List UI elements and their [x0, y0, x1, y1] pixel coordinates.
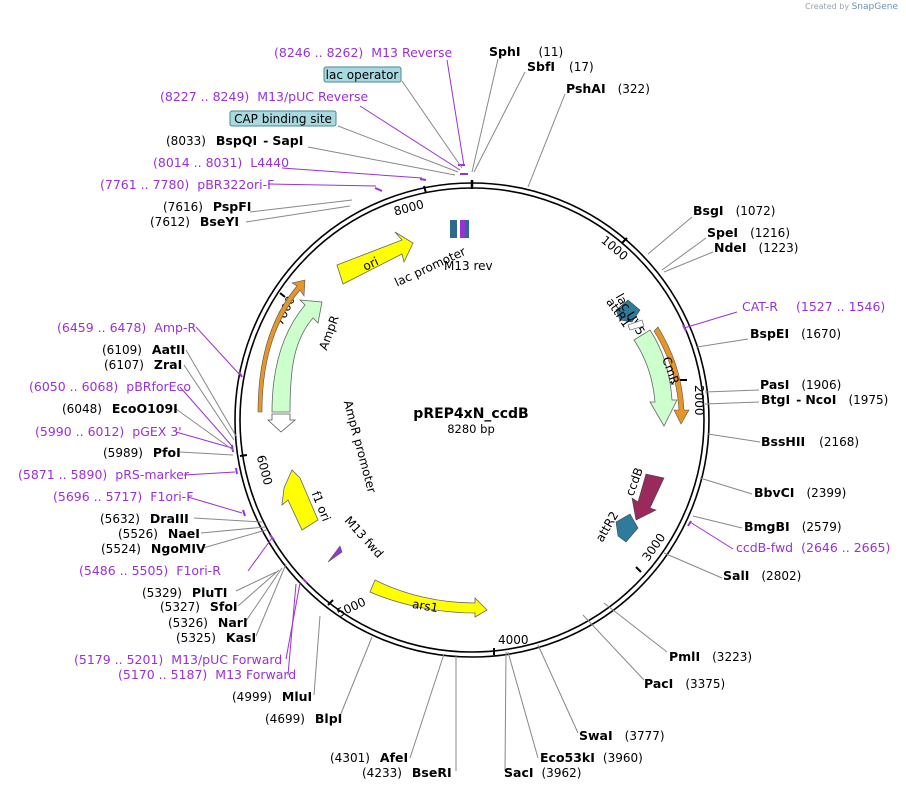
primer-pbrforeco: (6050 .. 6068)pBRforEco: [29, 379, 191, 394]
lac-operator-box: [323, 66, 402, 83]
lac-promoter-feature: [450, 220, 457, 238]
f1-ori-feature: [281, 469, 319, 531]
enzyme-labels-right: SphI(11) SbfI(17) PshAI(322) BsgI(1072) …: [489, 44, 888, 780]
cap-site-label: CAP binding site: [234, 112, 332, 126]
plasmid-name: pREP4xN_ccdB: [413, 406, 528, 422]
ori-feature: [336, 231, 414, 285]
ori-label: ori: [361, 254, 381, 273]
lac-operator-label: lac operator: [326, 68, 399, 82]
enzyme-bsgi: BsgI(1072): [693, 203, 775, 218]
credit-brand: SnapGene: [851, 2, 898, 12]
enzyme-pfoi: (5989)PfoI: [103, 445, 181, 460]
cmr-orange: [653, 326, 690, 425]
tick-6000: 6000: [254, 453, 275, 486]
enzyme-saci: SacI(3962): [504, 765, 581, 780]
ccdb-feature: [631, 473, 665, 521]
credit-prefix: Created by: [805, 2, 850, 11]
ampr-promoter-feature: [266, 413, 297, 433]
enzyme-nari: (5326)NarI: [168, 615, 248, 630]
enzyme-swai: SwaI(3777): [579, 728, 665, 743]
ampr-promoter-label: AmpR promoter: [341, 399, 379, 495]
primer-cat-r: CAT-R(1527 .. 1546): [742, 299, 885, 314]
primer-f1ori-f: (5696 .. 5717)F1ori-F: [53, 489, 193, 504]
primer-f1ori-r: (5486 .. 5505)F1ori-R: [79, 563, 221, 578]
enzyme-pmli: PmlI(3223): [669, 649, 752, 664]
enzyme-bspei: BspEI(1670): [750, 326, 841, 341]
enzyme-pluti: (5329)PluTI: [142, 585, 227, 600]
primer-l4440: (8014 .. 8031)L4440: [153, 155, 289, 170]
cap-site-box: [229, 110, 337, 127]
primer-prs-marker: (5871 .. 5890)pRS-marker: [18, 467, 190, 482]
cmr-feature: [633, 329, 678, 427]
attr1-feature: [615, 299, 641, 323]
primer-labels: (8246 .. 8262)M13 Reverse (8227 .. 8249)…: [18, 45, 890, 682]
ars1-label: ars1: [411, 597, 439, 615]
tick-2000: 2000: [692, 385, 706, 416]
m13-rev-label: M13 rev: [444, 259, 493, 273]
lac-op-feature: [465, 220, 469, 238]
enzyme-sfoi: (5327)SfoI: [160, 599, 238, 614]
enzyme-pspfi: (7616)PspFI: [163, 199, 251, 214]
enzyme-bseri: (4233)BseRI: [362, 765, 452, 780]
lac-uv5-feature: [627, 319, 645, 331]
amp-r-orange: [257, 279, 306, 413]
enzyme-pshai: PshAI(322): [566, 81, 650, 96]
enzyme-pasi: PasI(1906): [760, 377, 841, 392]
m13-fwd-label: M13 fwd: [342, 513, 386, 560]
tick-4000: 4000: [498, 633, 529, 647]
enzyme-bseyi: (7612)BseYI: [150, 214, 239, 229]
snapgene-credit: Created by SnapGene: [805, 2, 898, 12]
primer-m13-puc-forward: (5179 .. 5201)M13/pUC Forward: [74, 652, 282, 667]
m13-rev-feature: [460, 220, 466, 238]
attr2-feature: [615, 513, 639, 543]
ampr-feature: [271, 299, 323, 413]
enzyme-ndei: NdeI(1223): [714, 240, 798, 255]
enzyme-blpi: (4699)BlpI: [265, 711, 342, 726]
tick-5000: 5000: [334, 595, 368, 621]
enzyme-kasi: (5325)KasI: [176, 630, 256, 645]
plasmid-size: 8280 bp: [447, 422, 495, 436]
ars1-feature: [369, 579, 488, 618]
primer-ccdb-fwd: ccdB-fwd(2646 .. 2665): [736, 540, 890, 555]
enzyme-naei: (5526)NaeI: [118, 526, 200, 541]
enzyme-labels-left: (4301)AfeI (4233)BseRI (4699)BlpI (4999)…: [62, 133, 452, 780]
primer-pgex3: (5990 .. 6012)pGEX 3': [35, 424, 182, 439]
enzyme-draiii: (5632)DraIII: [100, 511, 189, 526]
enzyme-sphi: SphI(11): [489, 44, 563, 59]
enzyme-bbvci: BbvCI(2399): [754, 485, 846, 500]
enzyme-eco53ki: Eco53kI(3960): [540, 750, 643, 765]
primer-m13-forward: (5170 .. 5187)M13 Forward: [118, 667, 296, 682]
enzyme-bspqi-sapi: (8033)BspQI-SapI: [166, 133, 303, 148]
primer-m13-reverse: (8246 .. 8262)M13 Reverse: [274, 45, 452, 60]
enzyme-zrai: (6107)ZraI: [104, 357, 182, 372]
primer-amp-r: (6459 .. 6478)Amp-R: [57, 320, 196, 335]
enzyme-bmgbi: BmgBI(2579): [744, 519, 842, 534]
enzyme-mlui: (4999)MluI: [232, 689, 312, 704]
enzyme-ngomiv: (5524)NgoMIV: [101, 541, 206, 556]
enzyme-aatii: (6109)AatII: [102, 342, 185, 357]
enzyme-btgi-ncoi: BtgI-NcoI(1975): [761, 392, 888, 407]
enzyme-ecoo109i: (6048)EcoO109I: [62, 401, 178, 416]
enzyme-sbfi: SbfI(17): [527, 59, 594, 74]
enzyme-sali: SalI(2802): [723, 568, 801, 583]
m13-fwd-feature: [327, 545, 343, 563]
primer-m13-puc-reverse: (8227 .. 8249)M13/pUC Reverse: [160, 89, 369, 104]
enzyme-spei: SpeI(1216): [707, 225, 790, 240]
enzyme-afei: (4301)AfeI: [330, 750, 408, 765]
enzyme-bsshii: BssHII(2168): [761, 434, 859, 449]
ampr-label: AmpR: [316, 313, 341, 351]
leader-lines: [175, 58, 761, 772]
primer-pbr322ori-f: (7761 .. 7780)pBR322ori-F: [100, 177, 274, 192]
enzyme-paci: PacI(3375): [644, 676, 725, 691]
